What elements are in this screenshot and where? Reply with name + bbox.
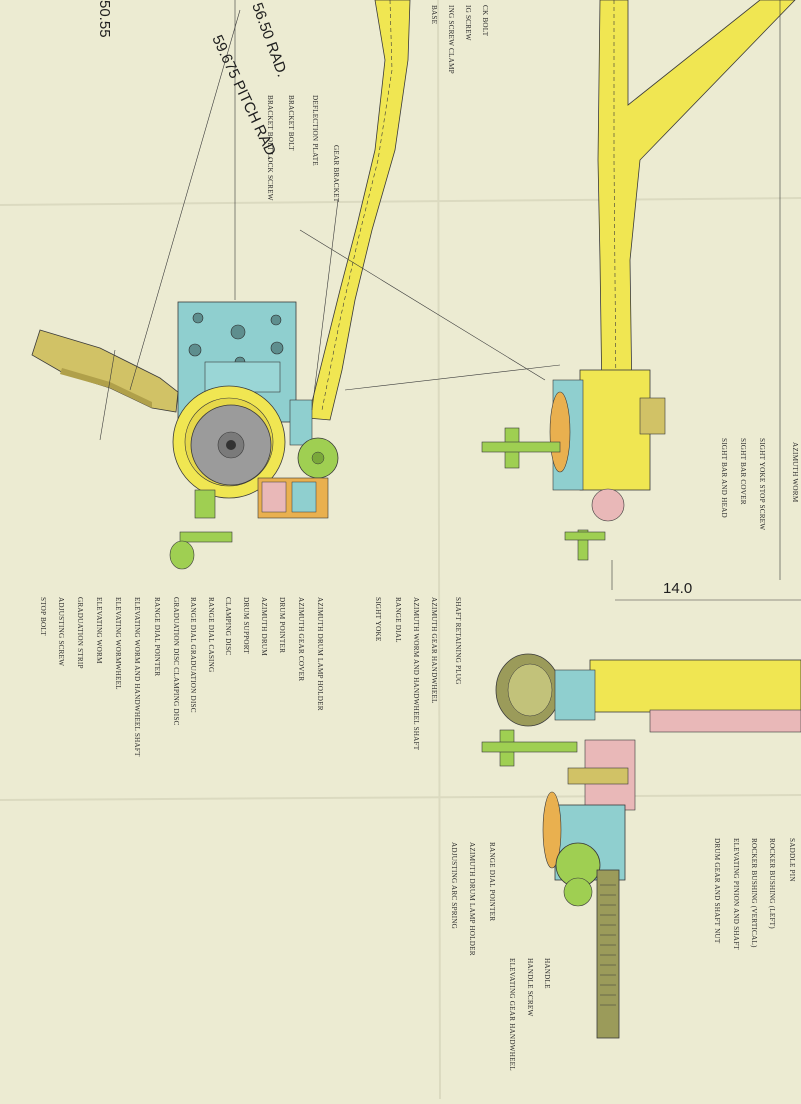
leader-lines [99,0,801,601]
callout-label: RANGE DIAL POINTER [488,842,496,921]
callout-label: HANDLE [543,958,551,989]
callout-label: AZIMUTH GEAR HANDWHEEL [430,597,438,704]
callout-label: SADDLE PIN [788,838,796,882]
right-yoke-arm [597,0,796,401]
callout-label: DEFLECTION PLATE [311,95,319,166]
callout-label: RANGE DIAL GRADUATION DISC [189,597,197,713]
callout-label: AZIMUTH DRUM LAMP HOLDER [468,842,476,956]
callout-label: ELEVATING WORM [95,597,103,664]
callout-label: HANDLE SCREW [526,958,534,1017]
callout-label: SIGHT YOKE [374,597,382,642]
callout-label: RANGE DIAL POINTER [153,597,161,676]
right-lower-mechanism [481,653,801,1039]
callout-label: AZIMUTH GEAR COVER [297,597,305,681]
callout-label: DRUM GEAR AND SHAFT NUT [713,838,721,944]
callout-label: BASE [430,5,438,25]
callout-label: ELEVATING PINION AND SHAFT [732,838,740,950]
callout-label: CK BOLT [481,5,489,37]
callout-label: ELEVATING WORM AND HANDWHEEL SHAFT [133,597,141,757]
callout-label: ING SCREW CLAMP [447,5,455,74]
callout-label: DRUM SUPPORT [242,597,250,654]
callout-label: AZIMUTH WORM [791,442,799,503]
callout-label: GRADUATION STRIP [76,597,84,669]
callout-label: GRADUATION DISC CLAMPING DISC [172,597,180,726]
callout-label: STOP BOLT [39,597,47,636]
dimension-label: 14.0 [663,580,692,597]
callout-label: ELEVATING WORMWHEEL [114,597,122,690]
callout-labels: BASE ING SCREW CLAMP IG SCREW CK BOLT DEFLEC… [39,5,799,1071]
callout-label: ROCKER BUSHING (VERTICAL) [750,838,758,948]
callout-label: IG SCREW [464,5,472,41]
right-upper-mechanism [481,369,666,561]
callout-label: ELEVATING GEAR HANDWHEEL [508,958,516,1071]
callout-label: DRUM POINTER [278,597,286,653]
callout-label: ADJUSTING ARC SPRING [450,842,458,929]
callout-label: RANGE DIAL CASING [207,597,215,672]
callout-label: AZIMUTH WORM AND HANDWHEEL SHAFT [412,597,420,751]
callout-label: AZIMUTH DRUM LAMP HOLDER [316,597,324,711]
callout-label: SIGHT BAR AND HEAD [720,438,728,518]
left-sight-arm [307,0,411,421]
dimension-label: 50.55 [96,0,113,38]
elevating-rack [596,869,620,1039]
callout-label: SIGHT BAR COVER [739,438,747,505]
callout-label: ADJUSTING SCREW [57,597,65,666]
dimension-label: 56.50 RAD. [248,1,290,80]
callout-label: BRACKET BOLT [287,95,295,151]
callout-label: SIGHT YOKE STOP SCREW [758,438,766,530]
graduation-strip [31,329,179,413]
callout-label: BRACKET BOLT LOCK SCREW [266,95,274,201]
callout-label: GEAR BRACKET [332,145,340,203]
callout-label: SHAFT RETAINING PLUG [454,597,462,685]
callout-label: ROCKER BUSHING (LEFT) [768,838,776,929]
left-mechanism [31,301,339,570]
callout-label: AZIMUTH DRUM [260,597,268,656]
callout-label: CLAMPING DISC [224,597,232,655]
callout-label: RANGE DIAL [394,597,402,643]
